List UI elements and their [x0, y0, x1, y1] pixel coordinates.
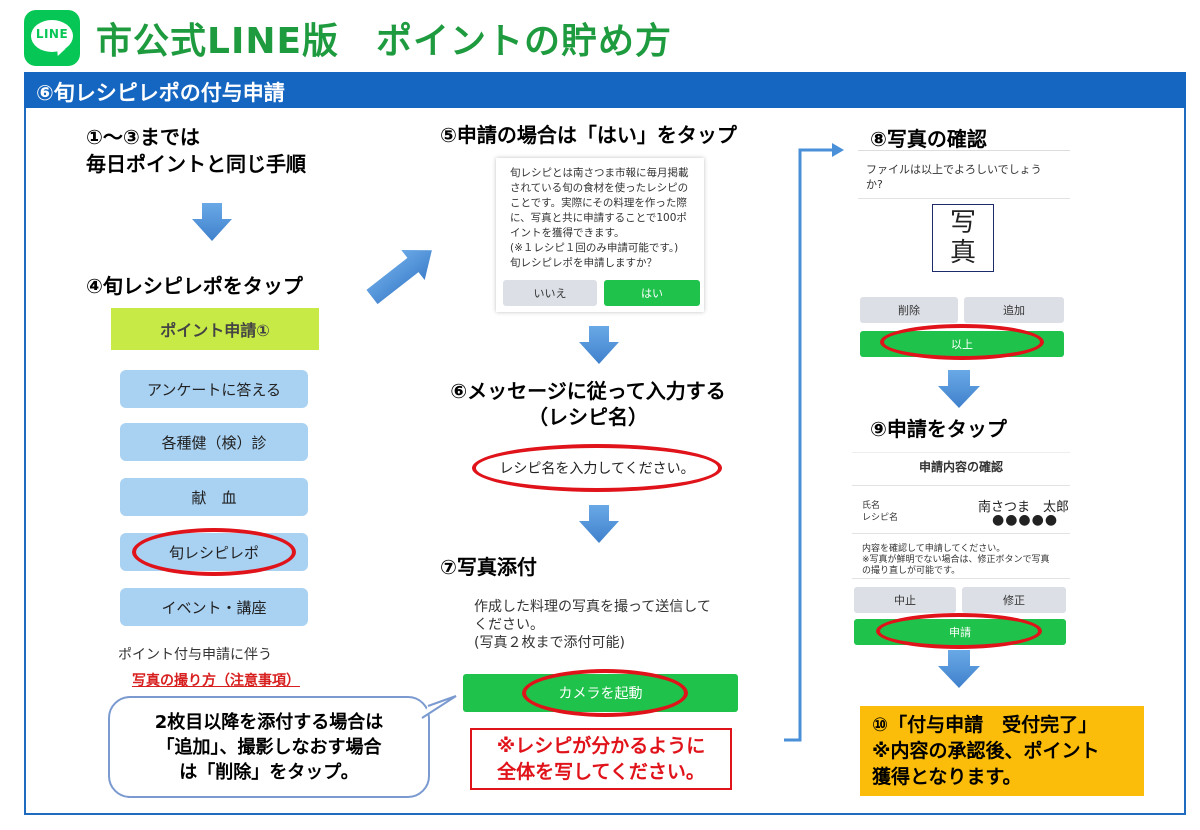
- connector-arrowhead-icon: [832, 143, 844, 157]
- callout-bubble: 2枚目以降を添付する場合は 「追加」、撮影しなおす場合 は「削除」をタップ。: [108, 696, 430, 798]
- callout-line: 2枚目以降を添付する場合は: [154, 711, 384, 733]
- highlight-oval: [880, 324, 1044, 360]
- divider: [852, 578, 1070, 579]
- step-5-title: ⑤申請の場合は「はい」をタップ: [440, 123, 737, 147]
- highlight-oval: [132, 528, 296, 576]
- page-title: 市公式LINE版 ポイントの貯め方: [96, 21, 673, 62]
- line-logo-text: LINE: [35, 27, 69, 41]
- down-arrow-icon: [579, 505, 619, 543]
- highlight-oval: [522, 669, 688, 717]
- review-title: 申請内容の確認: [918, 460, 1003, 474]
- step-6-line2: （レシピ名）: [528, 405, 648, 429]
- highlight-oval: [472, 444, 722, 492]
- step-7-title: ⑦写真添付: [440, 555, 537, 579]
- warning-box: ※レシピが分かるように 全体を写してください。: [470, 728, 732, 790]
- step-1-3-line2: 毎日ポイントと同じ手順: [86, 152, 306, 176]
- highlight-oval: [876, 613, 1042, 649]
- line-logo: LINE: [24, 10, 80, 66]
- recipe-name-prompt: レシピ名を入力してください。: [499, 461, 695, 477]
- yes-button[interactable]: はい: [604, 280, 700, 306]
- step-6-line1: ⑥メッセージに従って入力する: [450, 379, 726, 403]
- completion-line: ※内容の承認後、ポイント: [872, 740, 1100, 762]
- menu-header: ポイント申請①: [111, 308, 319, 350]
- edit-button[interactable]: 修正: [962, 587, 1066, 613]
- down-arrow-icon: [579, 326, 619, 364]
- menu-item-events[interactable]: イベント・講座: [120, 588, 308, 626]
- menu-item-blood-donation[interactable]: 献 血: [120, 478, 308, 516]
- connector-line: [784, 148, 832, 742]
- section-header-bar: [24, 72, 1186, 108]
- photo-thumbnail: 写 真: [932, 204, 994, 272]
- name-value: 南さつま 太郎: [978, 500, 1070, 515]
- callout-tail: [421, 695, 457, 719]
- step-8-title: ⑧写真の確認: [870, 127, 987, 151]
- step-9-title: ⑨申請をタップ: [870, 417, 1007, 441]
- photo-guide-link[interactable]: 写真の撮り方（注意事項）: [132, 673, 300, 689]
- callout-line: は「削除」をタップ。: [179, 761, 359, 783]
- down-arrow-icon: [938, 370, 980, 408]
- photo-instructions: 作成した料理の写真を撮って送信して ください。 (写真２枚まで添付可能): [474, 599, 711, 651]
- menu-item-checkup[interactable]: 各種健（検）診: [120, 423, 308, 461]
- delete-button[interactable]: 削除: [860, 297, 958, 323]
- diagonal-arrow-icon: [366, 250, 432, 305]
- apply-dialog-text: 旬レシピとは南さつま市報に毎月掲載 されている旬の食材を使ったレシピの ことです…: [510, 167, 689, 269]
- down-arrow-icon: [192, 203, 232, 241]
- divider: [852, 485, 1070, 486]
- divider: [858, 198, 1070, 199]
- no-button[interactable]: いいえ: [503, 280, 597, 306]
- recipe-value: ●●●●●: [992, 512, 1059, 528]
- review-panel: [852, 452, 1070, 642]
- callout-line: 「追加」、撮影しなおす場合: [156, 736, 382, 758]
- completion-line: ⑩「付与申請 受付完了」: [872, 714, 1098, 736]
- confirm-text: ファイルは以上でよろしいでしょう か?: [866, 163, 1042, 191]
- add-button[interactable]: 追加: [964, 297, 1064, 323]
- warning-line: 全体を写してください。: [497, 761, 705, 783]
- divider: [852, 533, 1070, 534]
- completion-line: 獲得となります。: [872, 766, 1022, 788]
- down-arrow-icon: [938, 650, 980, 688]
- step-1-3-line1: ①～③までは: [86, 125, 200, 149]
- review-note: 内容を確認して申請してください。 ※写真が鮮明でない場合は、修正ボタンで写真 の…: [862, 544, 1050, 576]
- cancel-button[interactable]: 中止: [854, 587, 956, 613]
- name-field-label: 氏名: [862, 501, 881, 511]
- completion-box: ⑩「付与申請 受付完了」 ※内容の承認後、ポイント 獲得となります。: [860, 706, 1144, 796]
- recipe-field-label: レシピ名: [862, 513, 899, 523]
- step-4-title: ④旬レシピレポをタップ: [86, 274, 303, 298]
- section-title: ⑥旬レシピレポの付与申請: [36, 81, 285, 105]
- warning-line: ※レシピが分かるように: [496, 735, 706, 757]
- menu-item-survey[interactable]: アンケートに答える: [120, 370, 308, 408]
- note-text: ポイント付与申請に伴う: [118, 647, 272, 663]
